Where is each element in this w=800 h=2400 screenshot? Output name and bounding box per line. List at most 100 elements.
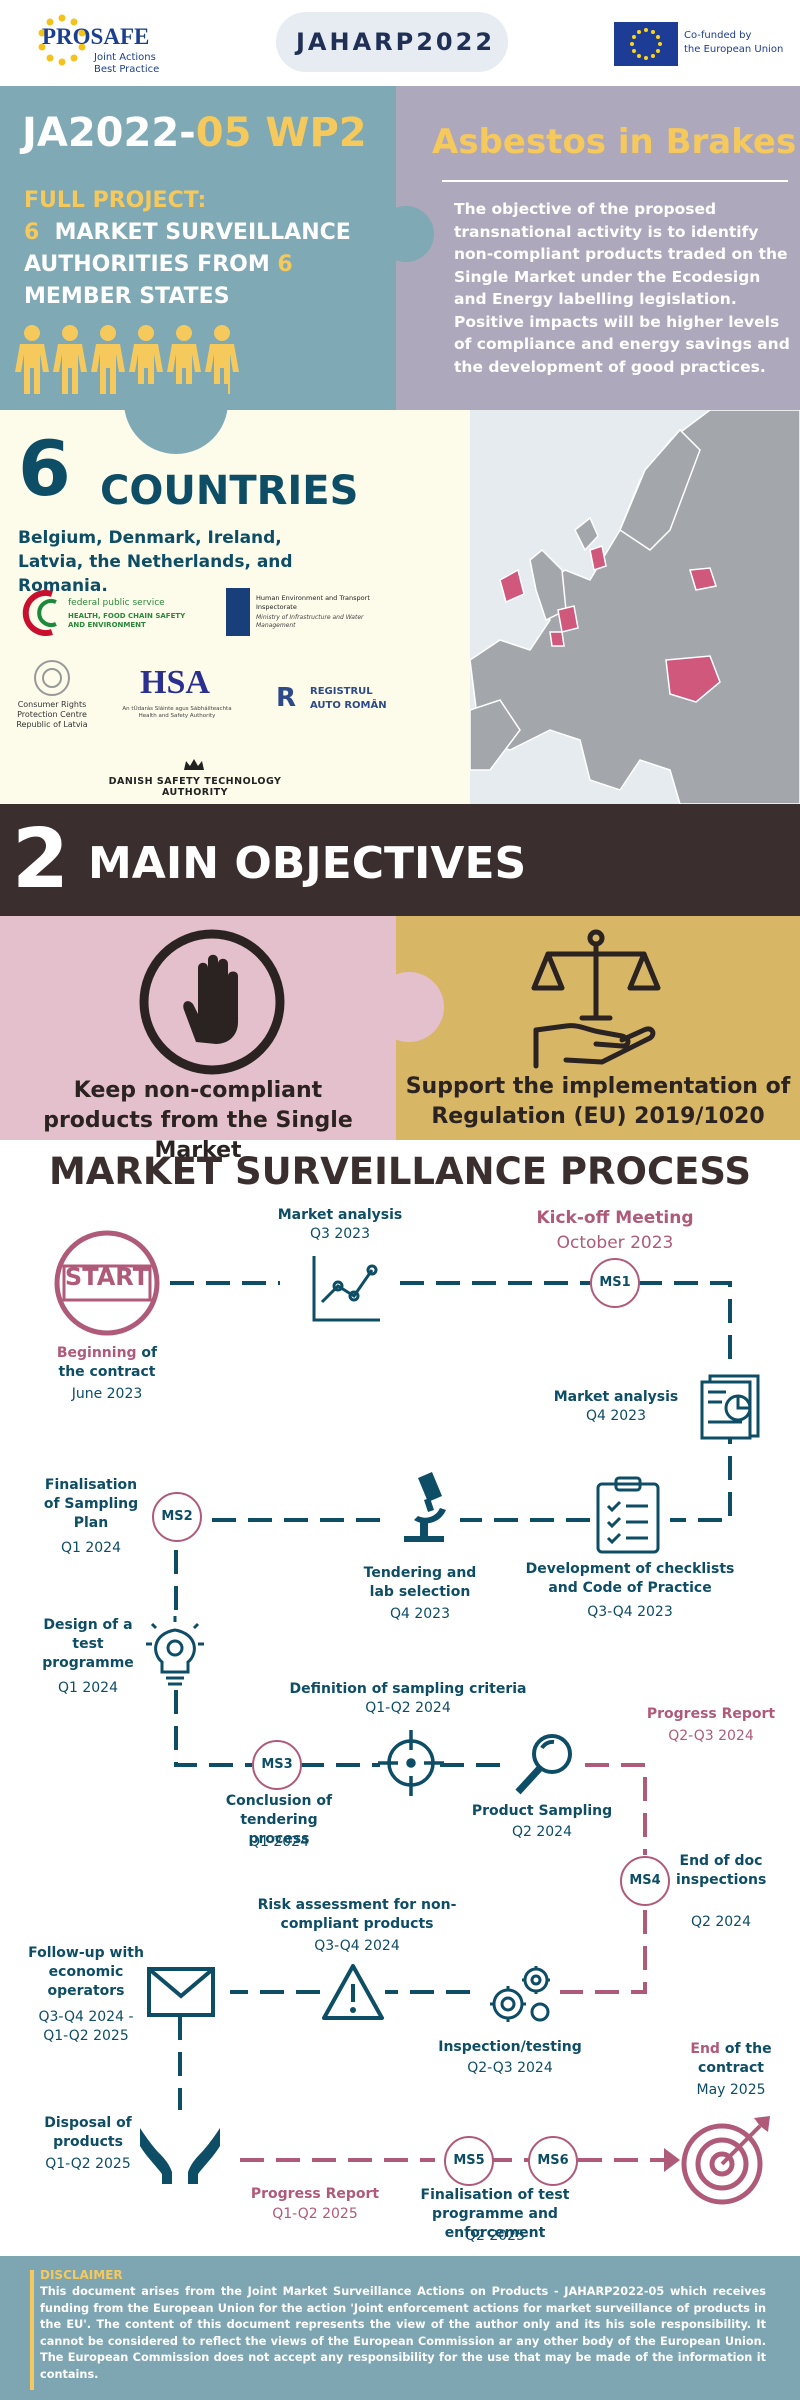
prosafe-tagline-1: Joint Actions [94,52,156,63]
follow-up-label: Follow-up with economic operators [28,1945,144,1999]
beginning-highlight: Beginning [56,1345,137,1361]
authorities-line2: 6 MARKET SURVEILLANCE [24,220,351,245]
progress-report-2-date: Q1-Q2 2025 [272,2206,358,2222]
market-analysis-2-date: Q4 2023 [585,1408,646,1424]
nl-crest-icon [226,588,250,636]
belgium-logo-line1: federal public service [68,598,165,608]
latvia-crpc-logo: Consumer Rights Protection Centre Republ… [10,658,90,744]
objective-text: The objective of the proposed transnatio… [454,200,790,376]
objectives-band [0,804,800,916]
objectives-number: 2 [12,812,70,907]
authorities-count: 6 [24,220,40,245]
latvia-emblem-icon [34,660,70,696]
rar-line2: AUTO ROMÂN [310,700,387,711]
checklists-label: Development of checklists and Code of Pr… [525,1561,735,1596]
people-icon [15,325,239,394]
objective-2-text: Support the implementation of Regulation… [405,1074,791,1129]
authorities-text: MARKET SURVEILLANCE [54,220,351,245]
belgium-logo-icon [22,590,57,636]
sampling-criteria-date: Q1-Q2 2024 [365,1700,451,1716]
objective-1-text: Keep non-compliant products from the Sin… [43,1078,353,1163]
eu-cofund-line1: Co-funded by [684,30,752,41]
project-logo: JAHARP2022 [276,12,508,72]
eu-cofund-line2: the European Union [684,44,784,55]
authorities-from: AUTHORITIES FROM [24,252,270,277]
conclusion-tendering-label: Conclusion of tendering process [225,1793,333,1847]
lightbulb-gear-icon [146,1616,204,1686]
danish-sta-logo: DANISH SAFETY TECHNOLOGY AUTHORITY [80,758,310,798]
member-states-line: MEMBER STATES [24,284,230,309]
milestone-ms1: MS1 [590,1258,640,1308]
progress-report-2: Progress Report [250,2186,380,2202]
prosafe-name: PROSAFE [42,24,150,49]
conclusion-tendering-date: Q1 2024 [248,1834,309,1850]
end-doc-date: Q2 2024 [690,1914,751,1930]
end-rest: of the contract [698,2041,772,2076]
final-test-programme-date: Q2 2025 [464,2228,525,2244]
rar-logo: R REGISTRUL AUTO ROMÂN [276,684,396,724]
nl-inspectorate-logo: Human Environment and Transport Inspecto… [226,588,376,648]
line-chart-icon [312,1256,380,1322]
tendering-date: Q4 2023 [389,1606,450,1622]
objectives-title: MAIN OBJECTIVES [88,838,527,889]
end-contract-label: End of the contract [676,2040,786,2078]
project-code: JA2022-05 WP2 [22,110,367,156]
rar-line1: REGISTRUL [310,686,373,697]
disposal-label: Disposal of products [44,2115,132,2150]
topic-underline [442,180,788,182]
stop-hand-icon [139,929,285,1075]
final-test-programme-label: Finalisation of test programme and enfor… [420,2187,570,2241]
prosafe-logo: PROSAFE Joint Actions Best Practice [34,8,174,78]
checklists-date: Q3-Q4 2023 [587,1604,673,1620]
member-states-count: 6 [277,252,293,277]
full-project-label: FULL PROJECT: [24,188,207,213]
end-doc-label: End of doc inspections [676,1853,767,1888]
warning-icon [322,1964,384,2020]
test-programme-date: Q1 2024 [57,1680,118,1696]
disclaimer-text: This document arises from the Joint Mark… [40,2285,766,2381]
progress-report-1-date: Q2-Q3 2024 [668,1728,754,1744]
hsa-logo-sub: An tÚdarás Sláinte agus Sábháilteachta H… [122,706,232,719]
kickoff-label: Kick-off Meeting [536,1208,694,1228]
connector-circle [378,206,434,262]
milestone-ms4: MS4 [620,1856,670,1906]
belgium-fps-logo: federal public service HEALTH, FOOD CHAI… [22,590,202,646]
belgium-logo-line2: HEALTH, FOOD CHAIN SAFETY AND ENVIRONMEN… [68,612,186,629]
inspection-label: Inspection/testing [438,2039,582,2055]
product-sampling-date: Q2 2024 [511,1824,572,1840]
stars-icon [38,14,86,66]
milestone-ms3: MS3 [252,1740,302,1790]
magnifier-icon [515,1734,572,1795]
report-icon [700,1374,760,1440]
market-analysis-1: Market analysis [277,1207,403,1223]
beginning-rest: of the contract [58,1345,158,1380]
nl-logo-line2: Ministry of Infrastructure and Water Man… [256,614,364,629]
end-highlight: End [690,2041,720,2057]
checklist-icon [596,1476,660,1554]
end-contract-date: May 2025 [696,2082,766,2098]
danish-logo-text: DANISH SAFETY TECHNOLOGY AUTHORITY [108,776,282,798]
disclaimer-box: DISCLAIMER This document arises from the… [0,2256,800,2400]
countries-title: COUNTRIES [100,468,359,514]
milestone-ms6: MS6 [528,2136,578,2186]
market-analysis-1-date: Q3 2023 [309,1226,370,1242]
countries-list: Belgium, Denmark, Ireland, Latvia, the N… [18,528,293,596]
sampling-plan-date: Q1 2024 [60,1540,121,1556]
start-label: START [64,1263,150,1291]
product-sampling-label: Product Sampling [471,1803,613,1819]
project-logo-text: JAHARP2022 [296,28,496,56]
risk-assessment-date: Q3-Q4 2024 [314,1938,400,1954]
milestone-ms5: MS5 [444,2136,494,2186]
nl-logo-line1: Human Environment and Transport Inspecto… [256,594,370,611]
disclaimer-bar [30,2270,34,2390]
rar-icon: R [276,683,297,713]
progress-report-1: Progress Report [646,1706,776,1722]
project-code-b: 05 WP2 [195,110,367,156]
hsa-logo-text: HSA [140,664,210,701]
beginning-label: Beginning of the contract [50,1344,164,1382]
gears-icon [490,1966,550,2022]
kickoff-date: October 2023 [556,1233,674,1253]
follow-up-date: Q3-Q4 2024 - Q1-Q2 2025 [38,2009,134,2044]
sampling-criteria-label: Definition of sampling criteria [289,1681,527,1697]
connector-circle-3 [374,972,444,1042]
